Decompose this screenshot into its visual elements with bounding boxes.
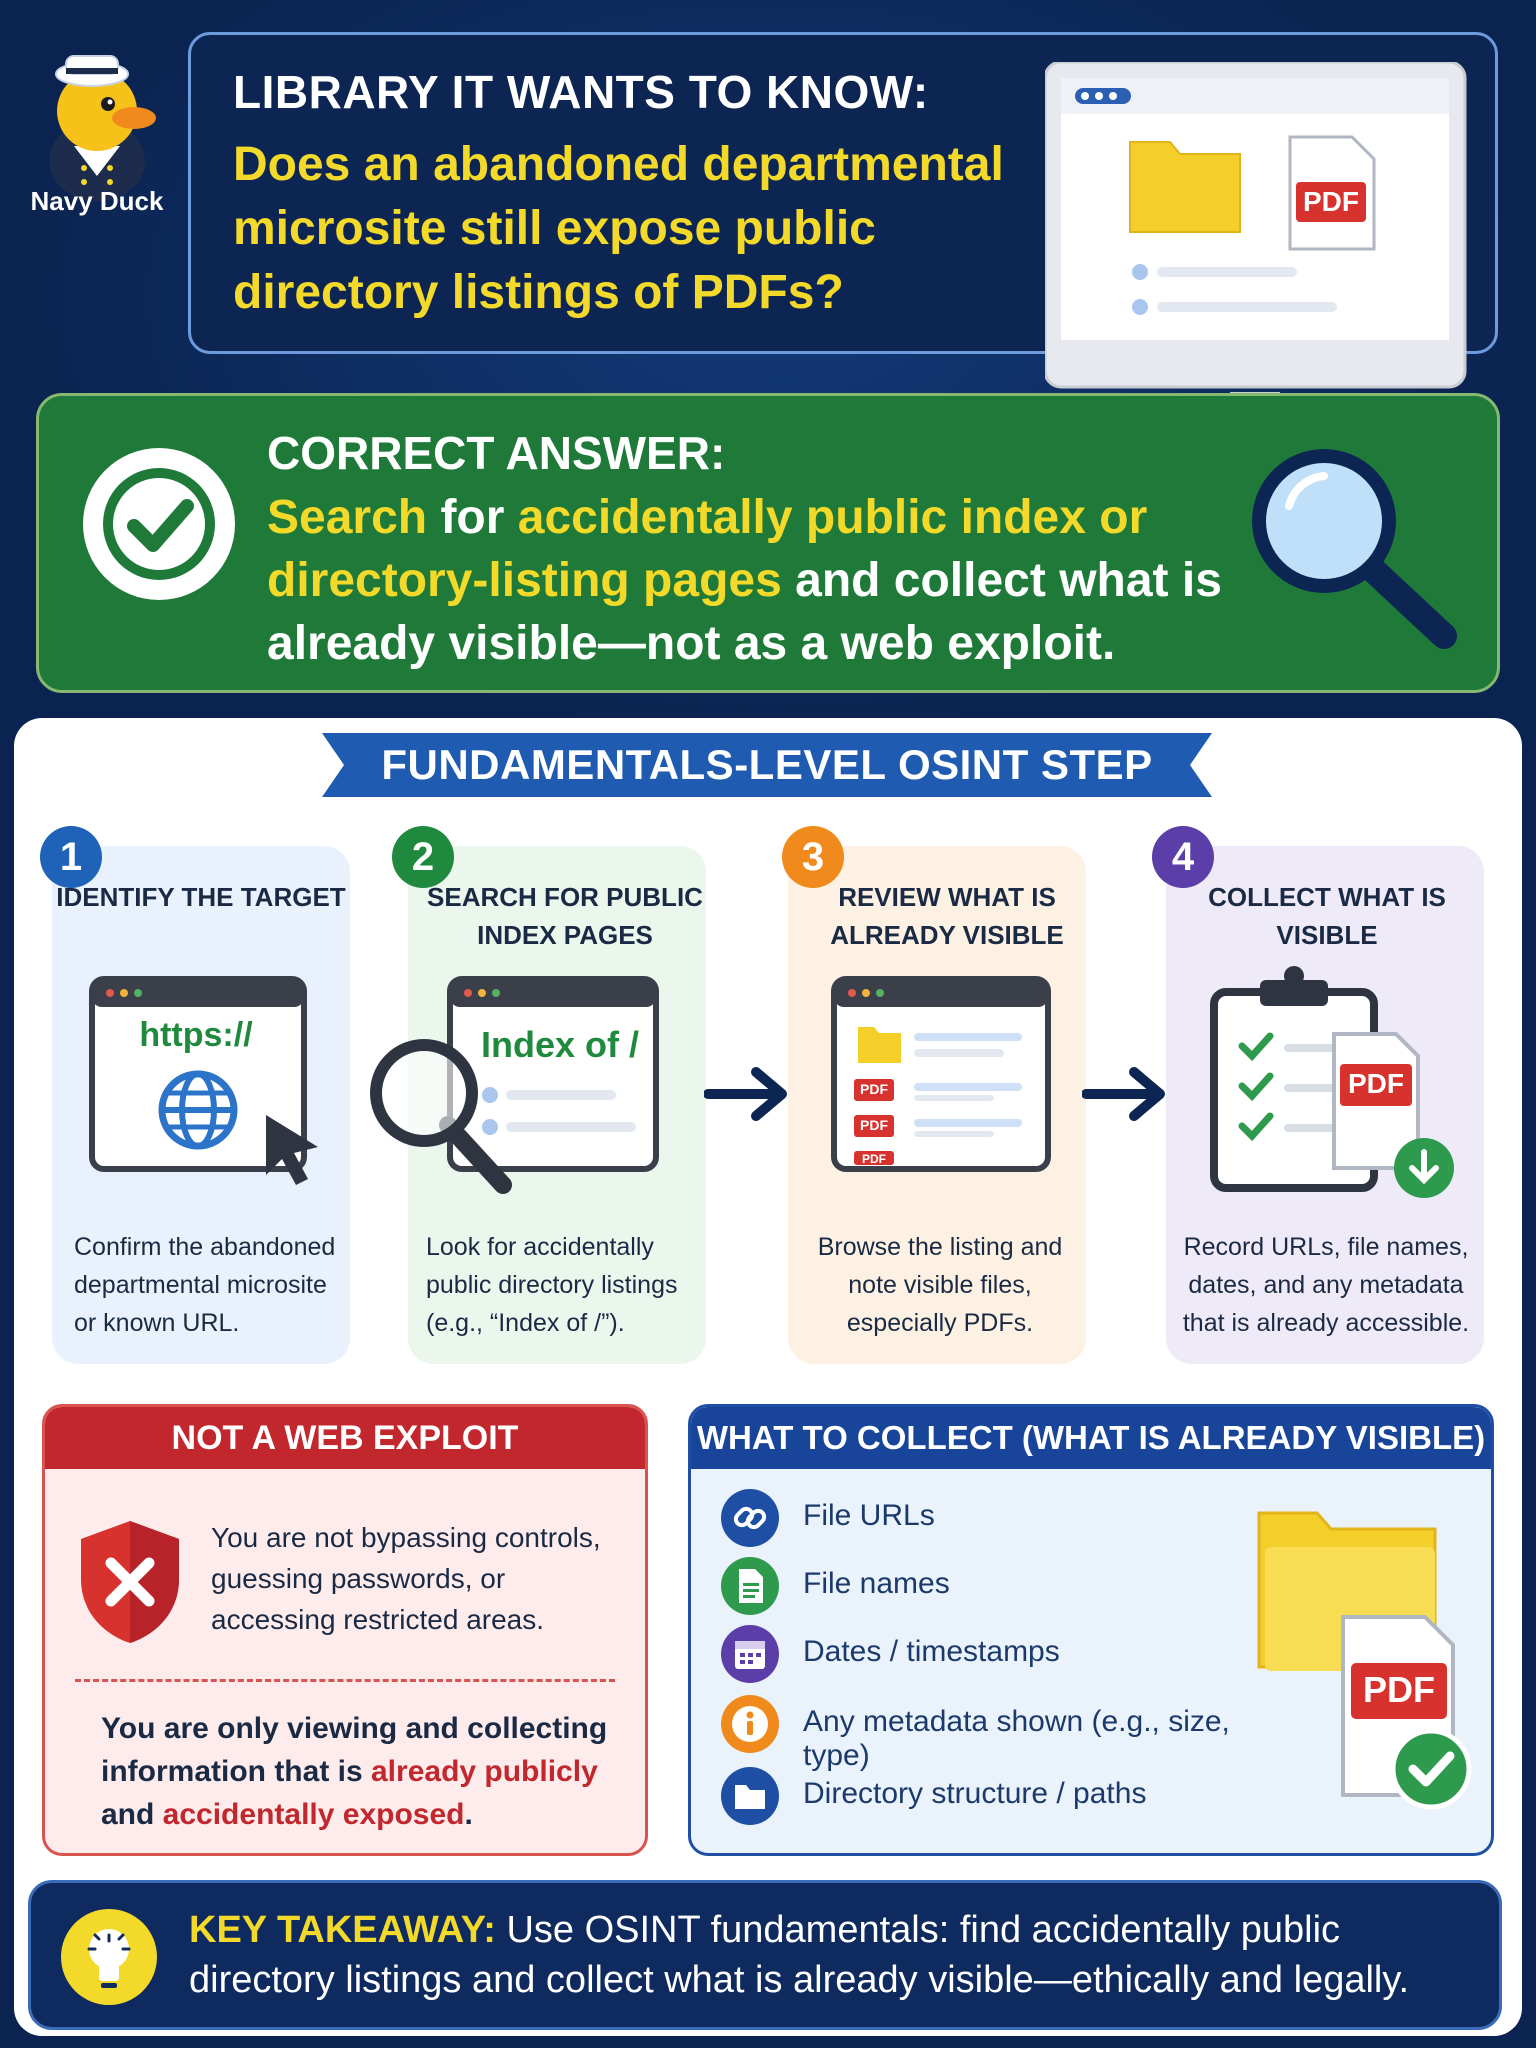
answer-part: for — [427, 491, 518, 544]
collect-item-label: Directory structure / paths — [803, 1777, 1147, 1810]
check-circle-icon — [83, 448, 235, 600]
step-number-2: 2 — [392, 826, 454, 888]
steps-title: FUNDAMENTALS-LEVEL OSINT STEP — [381, 741, 1153, 788]
what-to-collect-box: WHAT TO COLLECT (WHAT IS ALREADY VISIBLE… — [688, 1404, 1494, 1856]
step-3-pdf-label: PDF — [862, 1152, 886, 1166]
step-number-1: 1 — [40, 826, 102, 888]
collect-title: WHAT TO COLLECT (WHAT IS ALREADY VISIBLE… — [691, 1407, 1491, 1469]
duck-mascot-icon — [49, 55, 156, 201]
arrow-right-icon — [1082, 1067, 1165, 1121]
takeaway-text: KEY TAKEAWAY: Use OSINT fundamentals: fi… — [189, 1905, 1479, 2005]
step-title-3: REVIEW WHAT IS ALREADY VISIBLE — [830, 882, 1064, 950]
step-4-pdf-label: PDF — [1348, 1068, 1404, 1099]
not-exploit-box: NOT A WEB EXPLOIT You are not bypassing … — [42, 1404, 648, 1856]
arrow-right-icon — [704, 1067, 787, 1121]
navy-duck-mascot: Navy Duck — [22, 26, 172, 226]
not-exploit-text-1: You are not bypassing controls, guessing… — [211, 1522, 601, 1635]
answer-box: CORRECT ANSWER: Search for accidentally … — [36, 393, 1500, 693]
step-3-pdf-label: PDF — [860, 1081, 888, 1097]
text-part: You are only viewing and collecting info… — [101, 1712, 608, 1788]
text-part: and — [101, 1798, 163, 1831]
collect-item: Any metadata shown (e.g., size, type) — [721, 1695, 1241, 1772]
step-desc-1: Confirm the abandoned departmental micro… — [74, 1233, 336, 1337]
takeaway-kicker: KEY TAKEAWAY: — [189, 1909, 496, 1951]
step-2-screen-text: Index of / — [480, 1024, 639, 1065]
collect-item-label: Any metadata shown (e.g., size, type) — [803, 1705, 1230, 1772]
step-number-3: 3 — [782, 826, 844, 888]
browser-globe-icon — [89, 976, 318, 1185]
folder-pdf-illustration — [1257, 1511, 1472, 1810]
collect-item-label: File URLs — [803, 1499, 935, 1532]
document-icon — [721, 1557, 779, 1615]
link-icon — [721, 1489, 779, 1547]
folder-icon — [721, 1767, 779, 1825]
step-desc-3: Browse the listing and note visible file… — [817, 1233, 1063, 1337]
info-icon — [721, 1695, 779, 1753]
steps-banner — [322, 733, 1212, 797]
collect-item: Dates / timestamps — [721, 1625, 1241, 1685]
calendar-icon — [721, 1625, 779, 1683]
answer-part: accidentally public index or directory-l… — [267, 491, 1148, 607]
answer-kicker: CORRECT ANSWER: — [267, 427, 726, 479]
lightbulb-icon — [61, 1909, 157, 2005]
text-part: . — [464, 1798, 473, 1831]
step-title-1: IDENTIFY THE TARGET — [56, 882, 346, 912]
step-desc-2: Look for accidentally public directory l… — [426, 1233, 678, 1337]
mascot-name: Navy Duck — [30, 186, 164, 216]
step-title-4: COLLECT WHAT IS VISIBLE — [1208, 882, 1446, 950]
monitor-illustration: PDF — [1043, 60, 1475, 434]
collect-item-label: File names — [803, 1567, 950, 1600]
collect-item: File URLs — [721, 1489, 1241, 1549]
answer-text: Search for accidentally public index or … — [267, 486, 1267, 675]
question-kicker: LIBRARY IT WANTS TO KNOW: — [233, 66, 929, 118]
step-3-pdf-label: PDF — [860, 1117, 888, 1133]
question-text: Does an abandoned departmental microsite… — [233, 138, 1004, 319]
key-takeaway-box: KEY TAKEAWAY: Use OSINT fundamentals: fi… — [28, 1880, 1502, 2030]
takeaway-body: Use OSINT fundamentals: find accidentall… — [189, 1909, 1410, 2001]
text-part: accidentally exposed — [162, 1798, 465, 1831]
answer-part: Search — [267, 491, 428, 544]
not-exploit-text-2: You are only viewing and collecting info… — [101, 1707, 621, 1836]
file-listing-icon — [831, 976, 1051, 1172]
magnifier-icon — [1252, 449, 1457, 649]
shield-x-icon — [81, 1521, 179, 1643]
answer-part: and collect what is already visible—not … — [267, 554, 1222, 670]
collect-item: File names — [721, 1557, 1241, 1617]
step-desc-4: Record URLs, file names, dates, and any … — [1182, 1233, 1470, 1337]
collect-pdf-label: PDF — [1363, 1669, 1435, 1710]
monitor-pdf-label: PDF — [1303, 186, 1359, 217]
step-1-screen-text: https:// — [139, 1016, 253, 1054]
collect-item: Directory structure / paths — [721, 1767, 1241, 1827]
monitor-icon — [1043, 60, 1467, 434]
browser-search-icon — [370, 976, 659, 1194]
not-exploit-title: NOT A WEB EXPLOIT — [45, 1407, 645, 1469]
text-part: already publicly — [371, 1755, 598, 1788]
clipboard-pdf-icon — [1210, 966, 1454, 1198]
collect-item-label: Dates / timestamps — [803, 1635, 1060, 1668]
step-number-4: 4 — [1152, 826, 1214, 888]
step-title-2: SEARCH FOR PUBLIC INDEX PAGES — [427, 882, 703, 950]
dashed-divider — [75, 1679, 615, 1682]
